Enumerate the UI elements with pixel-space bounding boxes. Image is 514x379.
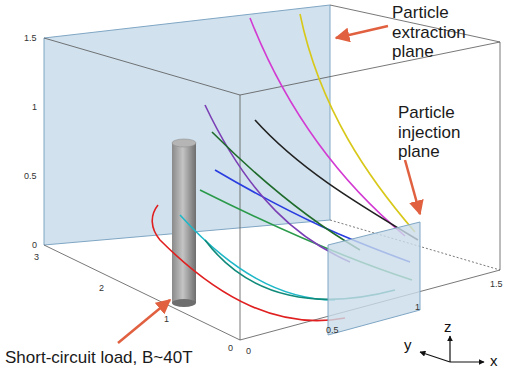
short-circuit-load — [172, 139, 196, 307]
axis-letter: z — [444, 318, 452, 335]
callout-text: Particle extraction plane — [392, 3, 492, 62]
x-tick: 1.5 — [490, 279, 503, 289]
axis-triad — [420, 336, 484, 362]
x-tick: 0 — [246, 346, 251, 356]
x-tick: 1 — [415, 302, 420, 312]
callout-arrows — [118, 26, 420, 343]
y-tick: 2 — [99, 283, 104, 293]
z-tick: 1.5 — [24, 33, 37, 43]
injection-plane — [328, 222, 420, 335]
y-tick: 3 — [34, 252, 39, 262]
y-tick: 0 — [228, 343, 233, 353]
z-tick: 0.5 — [24, 171, 37, 181]
axis-letter: x — [490, 352, 498, 369]
x-tick: 0.5 — [326, 325, 339, 335]
axis-letter: y — [404, 336, 412, 353]
z-tick: 1 — [32, 102, 37, 112]
y-tick: 1 — [164, 314, 169, 324]
z-tick: 0 — [32, 240, 37, 250]
callout-text: Short-circuit load, B~40T — [5, 348, 193, 368]
callout-text: Particle injection plane — [398, 103, 498, 162]
